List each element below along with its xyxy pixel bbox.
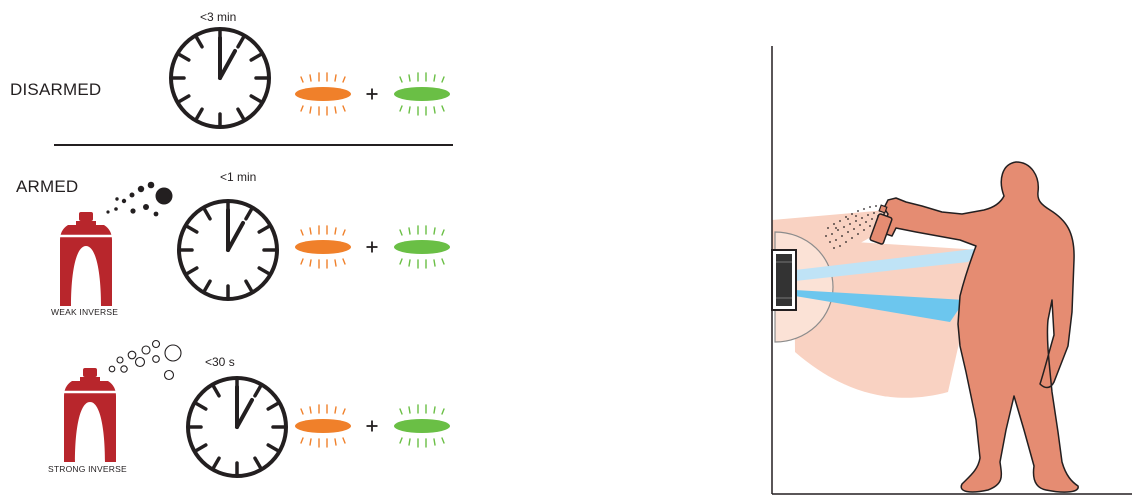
- weak-spray-particles-icon: [106, 181, 173, 217]
- strong-spray-particles-icon: [108, 339, 182, 381]
- weak-inverse-label: WEAK INVERSE: [51, 307, 119, 317]
- disarmed-plus-sign: [365, 87, 379, 101]
- strong-spray-can-icon: [62, 366, 118, 464]
- strong-clock-icon: [186, 376, 288, 478]
- upper-beam: [795, 248, 982, 281]
- armed-time-label: <1 min: [220, 170, 257, 184]
- armed-label: ARMED: [16, 177, 79, 196]
- armed-clock-icon: [177, 199, 279, 301]
- hand-spray-can-icon: [869, 204, 893, 245]
- strong-green-led: [393, 404, 451, 448]
- armed-green-led: [393, 225, 451, 269]
- disarmed-clock-icon: [169, 27, 271, 129]
- disarmed-orange-led: [294, 72, 352, 116]
- detection-zone: [794, 238, 980, 398]
- armed-plus-sign: [365, 240, 379, 254]
- strong-time-label: <30 s: [205, 355, 235, 369]
- wall-sensor-icon: [771, 249, 797, 311]
- disarmed-green-led: [393, 72, 451, 116]
- person-silhouette-icon: [883, 161, 1079, 493]
- strong-orange-led: [294, 404, 352, 448]
- armed-orange-led: [294, 225, 352, 269]
- weak-spray-can-icon: [58, 210, 114, 308]
- lower-beam: [795, 290, 965, 322]
- disarmed-label: DISARMED: [10, 80, 102, 99]
- strong-inverse-label: STRONG INVERSE: [48, 464, 127, 474]
- strong-plus-sign: [365, 419, 379, 433]
- disarmed-time-label: <3 min: [200, 10, 237, 24]
